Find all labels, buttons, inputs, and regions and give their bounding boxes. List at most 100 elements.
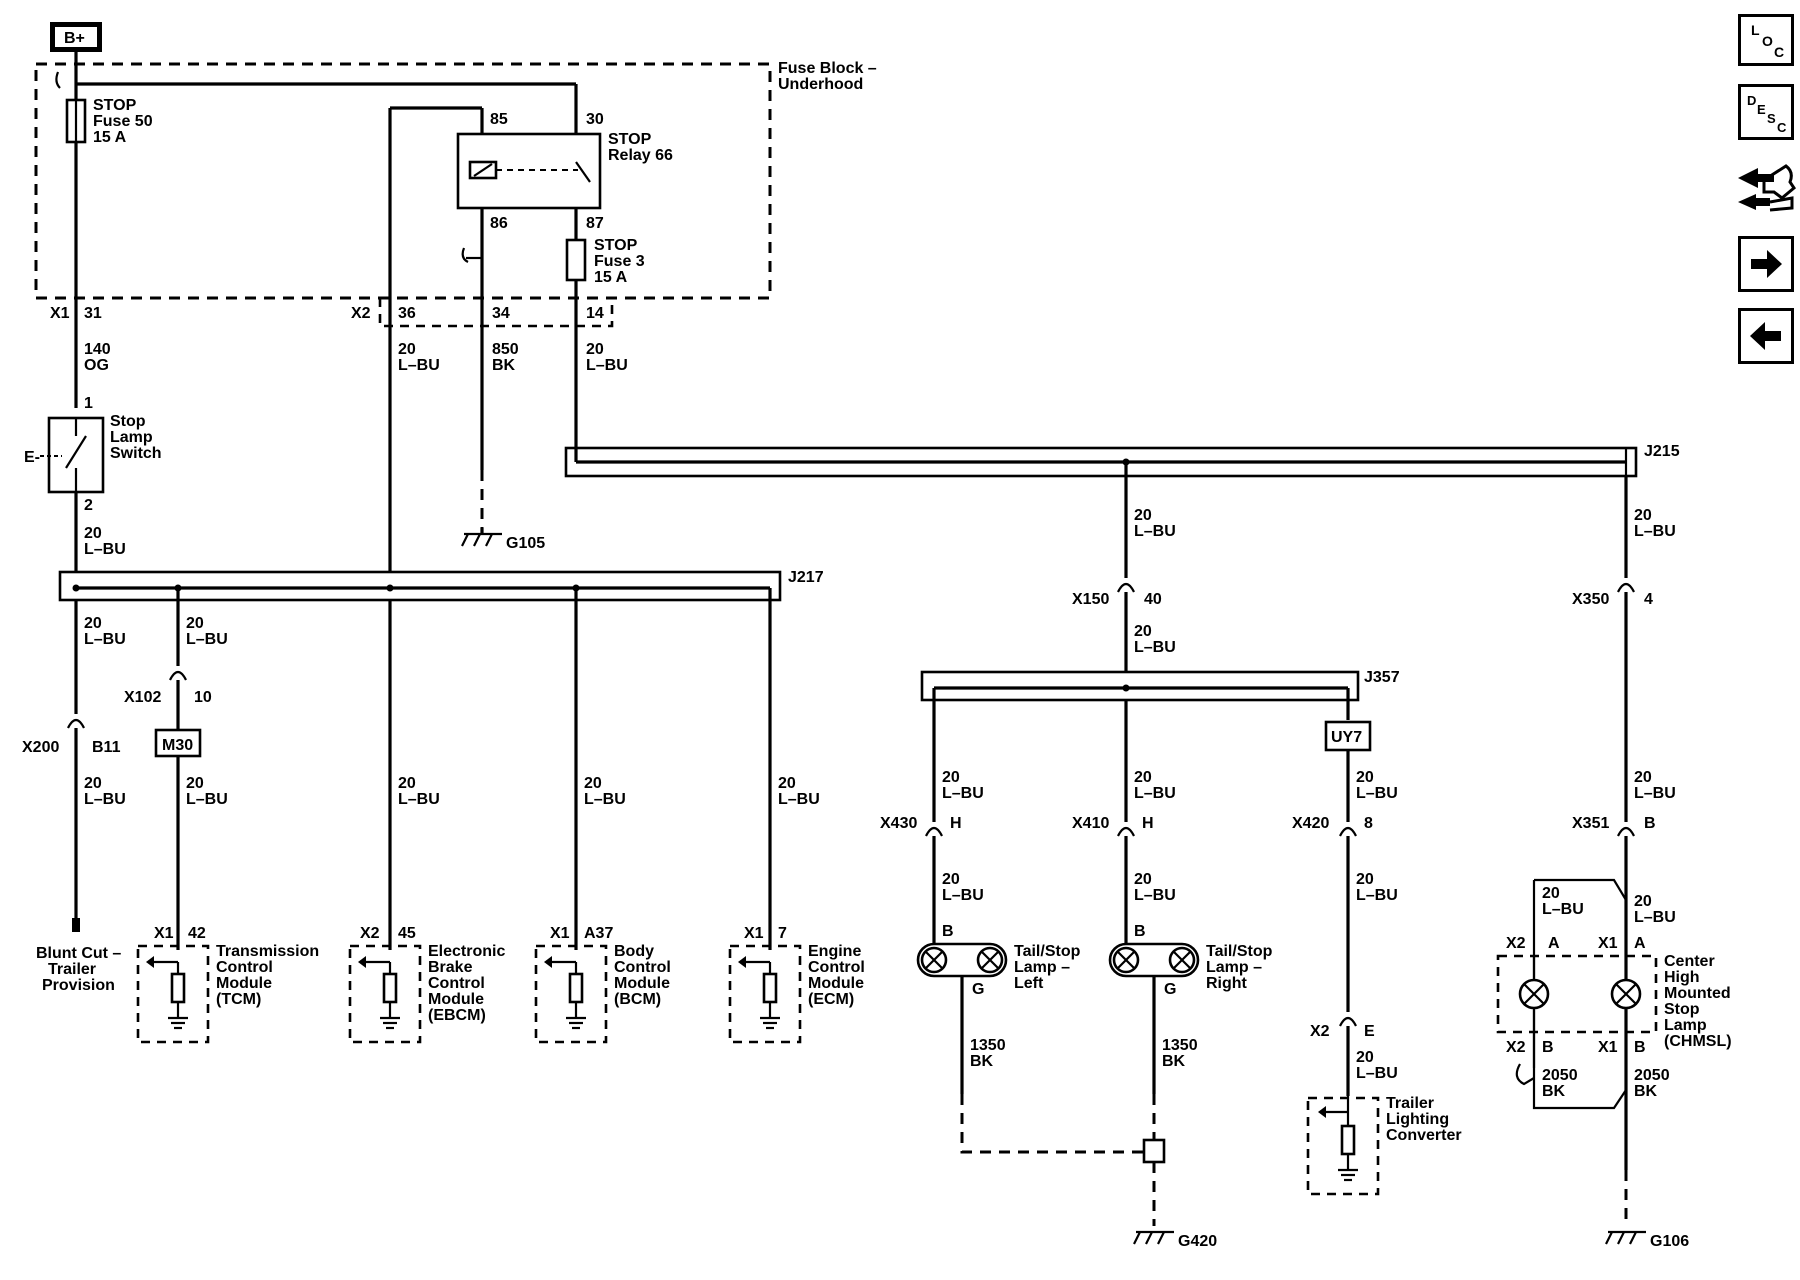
blunt-cut-trailer-provision: Blunt Cut – Trailer Provision: [36, 945, 121, 994]
ground-g106: G106: [1605, 1230, 1689, 1250]
wire-20: 20: [84, 615, 102, 632]
description-icon[interactable]: D E S C: [1738, 84, 1794, 140]
conn-x1-label: X1: [50, 305, 70, 322]
chmsl-label-4: Stop: [1664, 1001, 1700, 1018]
chmsl-label-2: High: [1664, 969, 1700, 986]
wire-lbu: L–BU: [1356, 887, 1398, 904]
wire-1350: 1350: [970, 1037, 1006, 1054]
pin-4-label: 4: [1644, 591, 1653, 608]
ground-g105-label: G105: [506, 535, 545, 552]
wire-2050: 2050: [1542, 1067, 1578, 1084]
wire-20: 20: [1134, 871, 1152, 888]
connector-icon[interactable]: [1734, 158, 1796, 218]
wire-lbu: L–BU: [778, 791, 820, 808]
ground-splice-block: [1142, 1138, 1166, 1164]
blunt-label-2: Trailer: [48, 961, 96, 978]
wire-850: 850: [492, 341, 519, 358]
wire-20: 20: [1634, 893, 1652, 910]
pin-h-label: H: [950, 815, 962, 832]
wire-lbu: L–BU: [1134, 639, 1176, 656]
svg-text:E: E: [1757, 102, 1766, 117]
wire-bk: BK: [1634, 1083, 1658, 1100]
battery-positive-label: B+: [64, 30, 85, 47]
converter-conn: X2: [1310, 1023, 1330, 1040]
wire-20: 20: [1542, 885, 1560, 902]
right-lamp-pin-g: G: [1164, 981, 1176, 998]
switch-pin-1: 1: [84, 395, 93, 412]
conn-x150-label: X150: [1072, 591, 1109, 608]
wire-lbu: L–BU: [942, 887, 984, 904]
splice-j357-label: J357: [1364, 669, 1400, 686]
battery-positive: B+: [50, 22, 102, 52]
splice-j217: J217: [58, 569, 824, 602]
wire-20: 20: [1134, 769, 1152, 786]
wire-lbu: L–BU: [1134, 887, 1176, 904]
converter-label-3: Converter: [1386, 1127, 1462, 1144]
fuse50-label-1: STOP: [93, 97, 137, 114]
ebcm-pin: 45: [398, 925, 416, 942]
conn-x430-label: X430: [880, 815, 917, 832]
previous-arrow-icon[interactable]: [1738, 308, 1794, 364]
wire-20: 20: [186, 615, 204, 632]
fuse-block-label-2: Underhood: [778, 76, 863, 93]
switch-label-1: Stop: [110, 413, 146, 430]
ecm-label-2: Control: [808, 959, 865, 976]
wire-lbu: L–BU: [1634, 785, 1676, 802]
wire-bk: BK: [492, 357, 516, 374]
trailer-lighting-converter: Trailer Lighting Converter: [1306, 1095, 1462, 1196]
pin-14-label: 14: [586, 305, 604, 322]
svg-text:O: O: [1762, 33, 1773, 49]
wire-lbu: L–BU: [586, 357, 628, 374]
chmsl-label-5: Lamp: [1664, 1017, 1707, 1034]
wire-lbu: L–BU: [1134, 523, 1176, 540]
wire-bk: BK: [970, 1053, 994, 1070]
stop-fuse-50: STOP Fuse 50 15 A: [65, 84, 153, 146]
next-arrow-icon[interactable]: [1738, 236, 1794, 292]
ebcm-label-4: Module: [428, 991, 484, 1008]
wire-20: 20: [84, 775, 102, 792]
svg-text:C: C: [1774, 44, 1784, 60]
ecm-pin: 7: [778, 925, 787, 942]
switch-e-symbol: E-: [24, 449, 40, 466]
ground-g105: G105: [461, 532, 545, 552]
engine-control-module: X1 7 Engine Control Module (ECM): [728, 925, 865, 1044]
ecm-label-4: (ECM): [808, 991, 854, 1008]
transmission-control-module: X1 42 Transmission Control Module (TCM): [136, 925, 319, 1044]
fuse3-label-1: STOP: [594, 237, 638, 254]
chmsl-x2-bottom: X2: [1506, 1039, 1526, 1056]
tcm-label-4: (TCM): [216, 991, 261, 1008]
wire-lbu: L–BU: [84, 541, 126, 558]
svg-text:D: D: [1747, 93, 1756, 108]
splice-j215: J215: [564, 443, 1680, 478]
body-control-module: X1 A37 Body Control Module (BCM): [534, 925, 671, 1044]
wire-20: 20: [1134, 507, 1152, 524]
center-high-mounted-stop-lamp: 20 L–BU X2 A X1 A X2 B X1 B Center High …: [1496, 878, 1732, 1110]
wire-20: 20: [84, 525, 102, 542]
ground-g420: G420: [1133, 1230, 1217, 1250]
conn-x200-label: X200: [22, 739, 59, 756]
pin-h-label: H: [1142, 815, 1154, 832]
wire-lbu: L–BU: [1356, 1065, 1398, 1082]
fuse50-label-3: 15 A: [93, 129, 127, 146]
splice-j215-label: J215: [1644, 443, 1680, 460]
wire-lbu: L–BU: [398, 791, 440, 808]
relay-pin-86: 86: [490, 215, 508, 232]
bcm-pin: A37: [584, 925, 613, 942]
conn-x410-label: X410: [1072, 815, 1109, 832]
pin-10-label: 10: [194, 689, 212, 706]
tail-stop-lamp-right: B G Tail/Stop Lamp – Right: [1108, 923, 1273, 998]
svg-text:C: C: [1777, 120, 1787, 135]
wire-20: 20: [398, 775, 416, 792]
pin-34-label: 34: [492, 305, 510, 322]
converter-label-2: Lighting: [1386, 1111, 1449, 1128]
location-icon[interactable]: L O C: [1738, 14, 1794, 66]
conn-x350-label: X350: [1572, 591, 1609, 608]
wire-20: 20: [186, 775, 204, 792]
stop-fuse-3: STOP Fuse 3 15 A: [565, 237, 645, 286]
wire-20: 20: [942, 769, 960, 786]
left-lamp-label-3: Left: [1014, 975, 1044, 992]
switch-pin-2: 2: [84, 497, 93, 514]
conn-x2-label: X2: [351, 305, 371, 322]
uy7-label: UY7: [1331, 729, 1362, 746]
